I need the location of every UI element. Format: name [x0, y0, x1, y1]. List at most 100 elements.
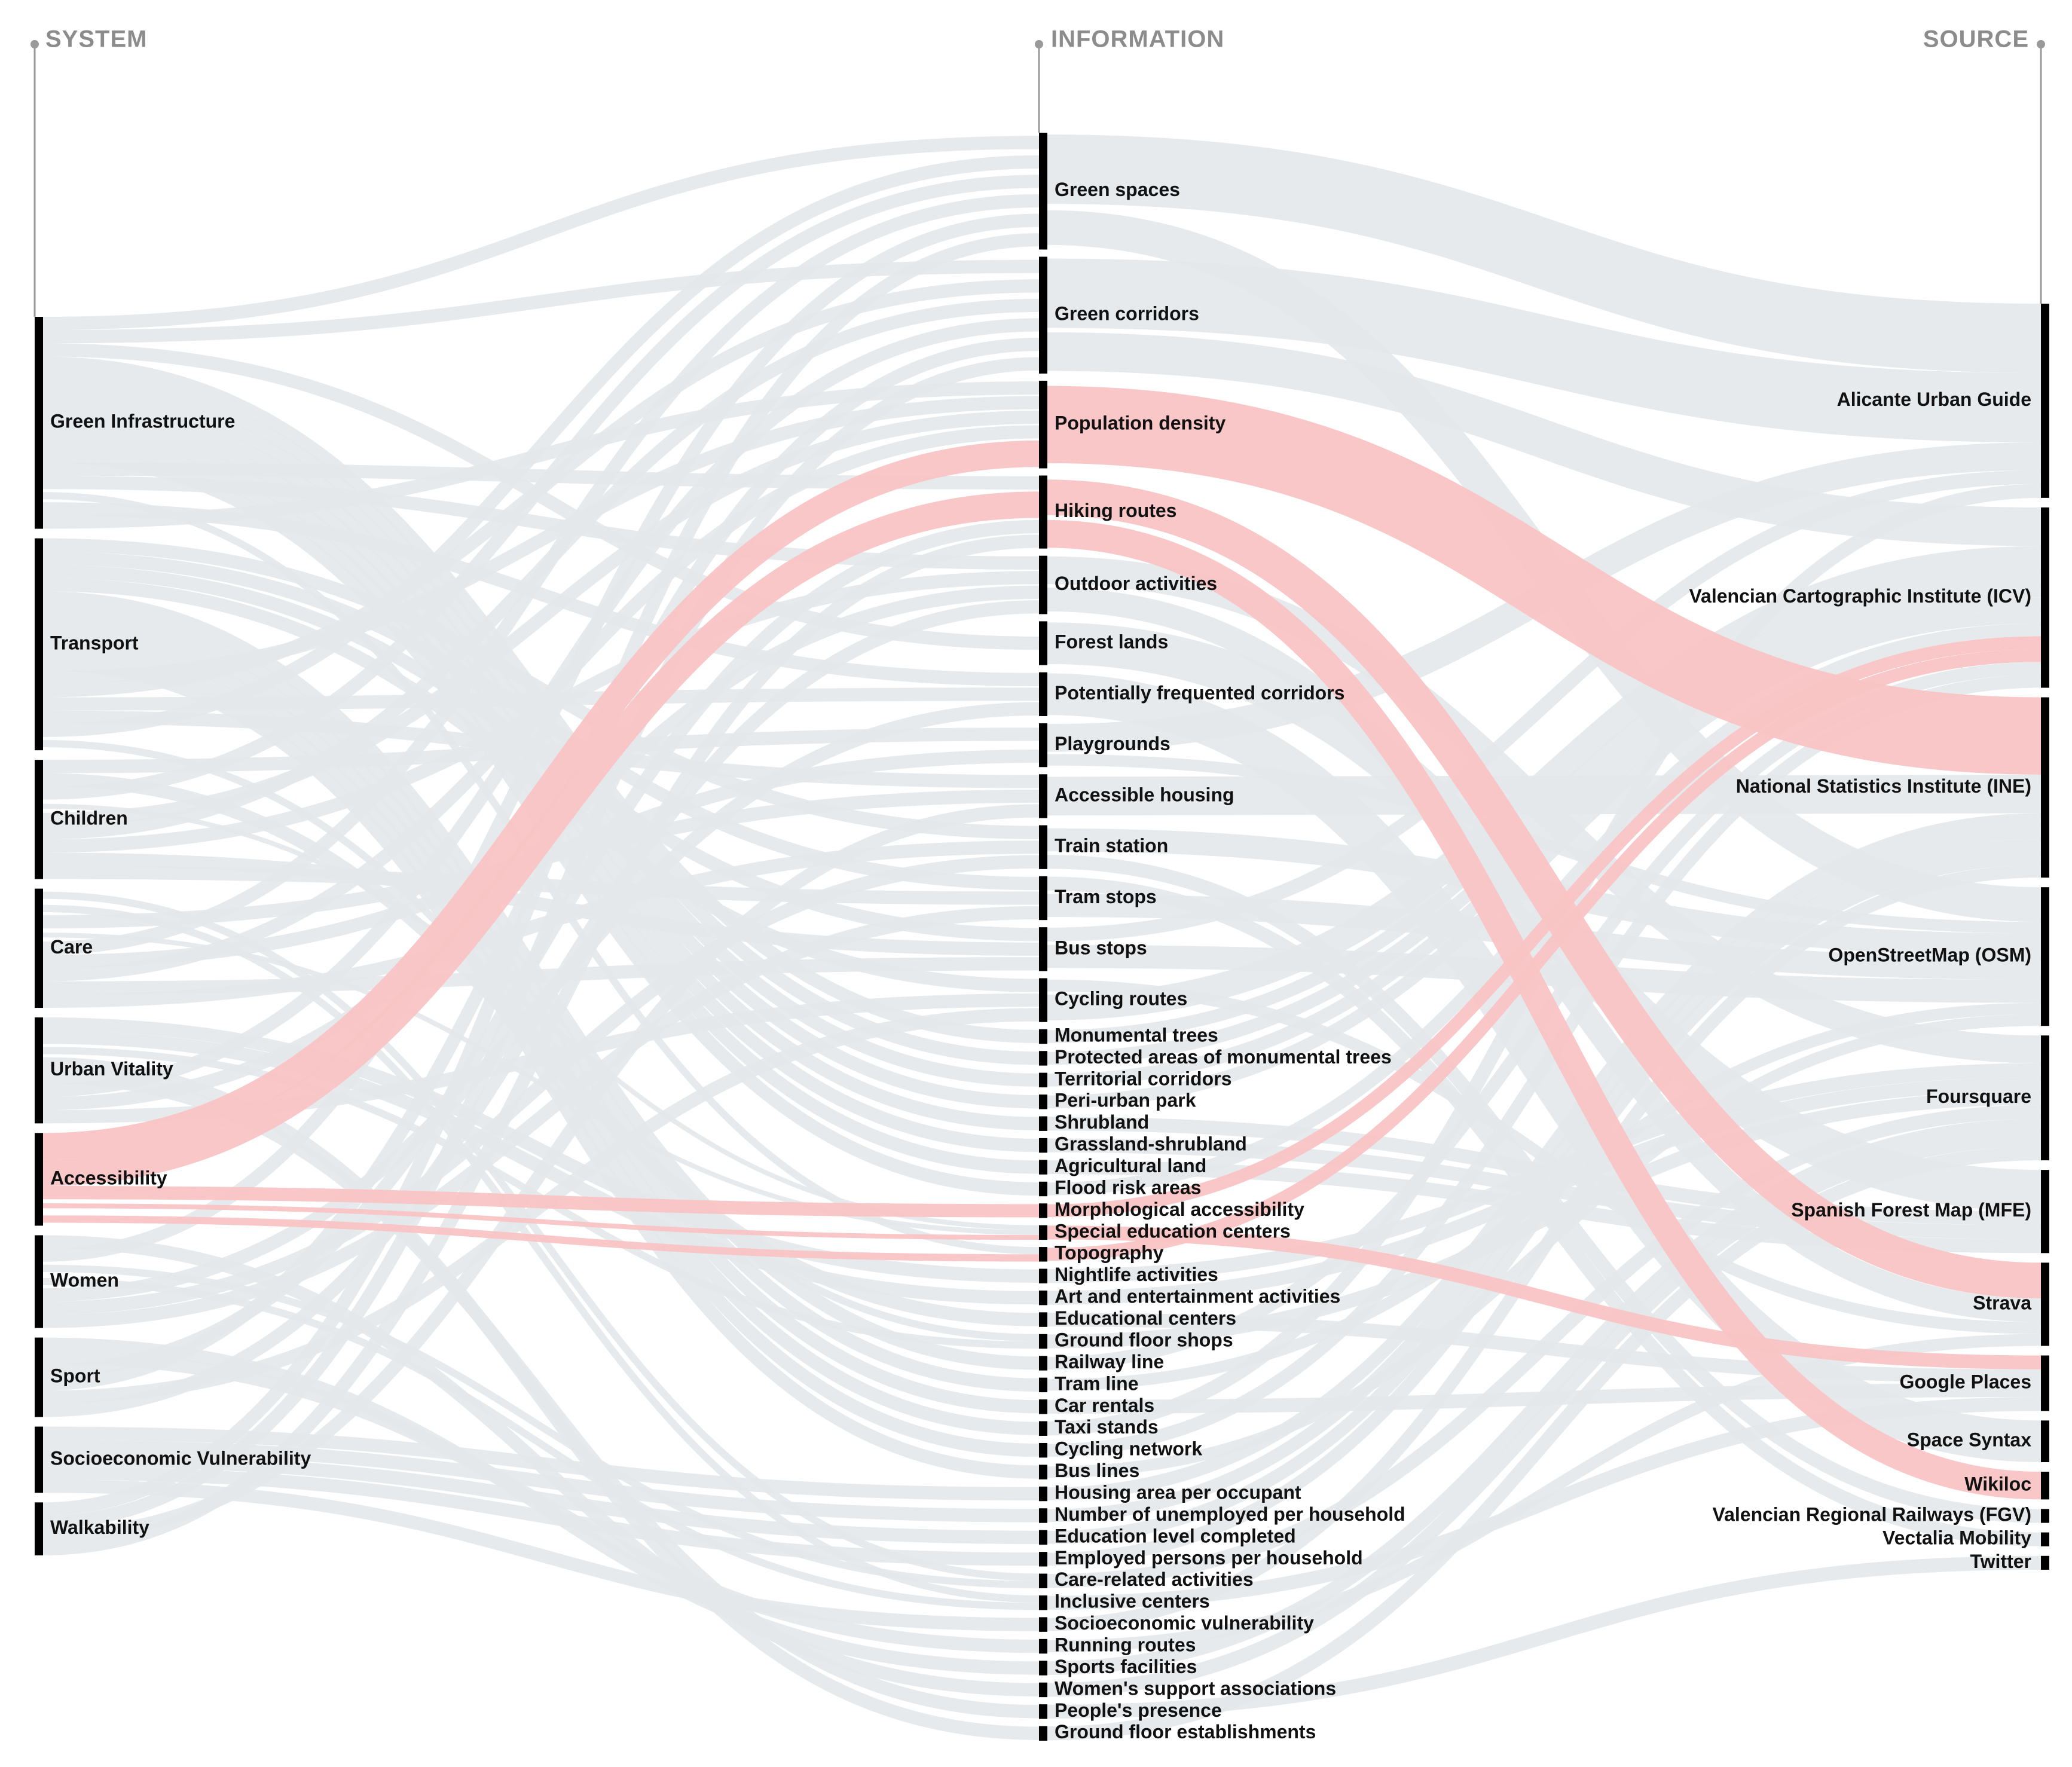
information-node-train-station	[1039, 825, 1047, 869]
information-node-ground-floor-establishments	[1039, 1726, 1047, 1741]
information-flow-territorial-corridors-to-valencian-cartographic-institute-icv	[1047, 597, 2042, 1087]
source-label-twitter: Twitter	[1970, 1551, 2031, 1572]
labels-layer: Green InfrastructureTransportChildrenCar…	[50, 179, 2031, 1742]
information-label-potentially-frequented-corridors: Potentially frequented corridors	[1055, 682, 1344, 704]
system-flow-green-infrastructure-to-green-spaces	[42, 136, 1040, 331]
information-node-ground-floor-shops	[1039, 1334, 1047, 1349]
information-label-special-education-centers: Special education centers	[1055, 1220, 1291, 1242]
information-node-population-density	[1039, 380, 1047, 469]
information-label-running-routes: Running routes	[1055, 1634, 1196, 1656]
system-node-transport	[35, 538, 43, 751]
system-label-socioeconomic-vulnerability: Socioeconomic Vulnerability	[50, 1447, 311, 1469]
system-flow-women-to-care-related-activities	[42, 1264, 1040, 1588]
information-label-monumental-trees: Monumental trees	[1055, 1024, 1218, 1045]
information-node-housing-area-per-occupant	[1039, 1486, 1047, 1502]
information-node-protected-areas-of-monumental-trees	[1039, 1051, 1047, 1066]
source-label-space-syntax: Space Syntax	[1907, 1429, 2031, 1451]
system-axis-dot	[30, 40, 39, 48]
system-node-green-infrastructure	[35, 317, 43, 529]
information-node-monumental-trees	[1039, 1029, 1047, 1044]
information-label-educational-centers: Educational centers	[1055, 1307, 1236, 1329]
system-label-women: Women	[50, 1269, 119, 1291]
system-label-children: Children	[50, 807, 128, 829]
information-label-bus-stops: Bus stops	[1055, 937, 1147, 958]
source-label-openstreetmap-osm: OpenStreetMap (OSM)	[1828, 944, 2031, 966]
system-label-urban-vitality: Urban Vitality	[50, 1058, 173, 1080]
system-flow-accessibility-to-special-education-centers	[42, 1203, 1040, 1240]
information-axis-dot	[1035, 40, 1043, 48]
information-label-sports-facilities: Sports facilities	[1055, 1656, 1197, 1677]
information-node-cycling-routes	[1039, 978, 1047, 1022]
header-information: INFORMATION	[1051, 26, 1224, 53]
information-label-care-related-activities: Care-related activities	[1055, 1569, 1254, 1590]
information-node-shrubland	[1039, 1116, 1047, 1131]
information-label-protected-areas-of-monumental-trees: Protected areas of monumental trees	[1055, 1046, 1392, 1068]
information-flow-sports-facilities-to-foursquare	[1047, 1118, 2042, 1676]
information-node-outdoor-activities	[1039, 555, 1047, 615]
system-node-accessibility	[35, 1133, 43, 1226]
information-flow-women-s-support-associations-to-foursquare	[1047, 1132, 2042, 1697]
information-node-topography	[1039, 1247, 1047, 1262]
information-label-shrubland: Shrubland	[1055, 1111, 1149, 1133]
system-flow-walkability-to-green-corridors	[42, 357, 1040, 1529]
system-flow-accessibility-to-morphological-accessibility	[42, 1185, 1040, 1218]
source-node-twitter	[2041, 1555, 2049, 1570]
system-flow-urban-vitality-to-green-corridors	[42, 318, 1040, 1098]
information-node-people-s-presence	[1039, 1704, 1047, 1719]
source-node-valencian-regional-railways-fgv	[2041, 1509, 2049, 1523]
information-label-green-corridors: Green corridors	[1055, 303, 1199, 325]
information-flow-socioeconomic-vulnerability-to-national-statistics-institute-ine	[1047, 864, 2042, 1631]
information-label-accessible-housing: Accessible housing	[1055, 784, 1234, 805]
information-flow-bus-stops-to-alicante-urban-guide	[1047, 470, 2042, 941]
system-node-children	[35, 760, 43, 879]
information-label-cycling-routes: Cycling routes	[1055, 988, 1187, 1010]
information-label-cycling-network: Cycling network	[1055, 1438, 1202, 1460]
information-flow-green-corridors-to-alicante-urban-guide	[1047, 258, 2042, 443]
system-label-walkability: Walkability	[50, 1517, 149, 1538]
information-label-hiking-routes: Hiking routes	[1055, 500, 1176, 521]
information-label-tram-stops: Tram stops	[1055, 886, 1157, 907]
information-label-inclusive-centers: Inclusive centers	[1055, 1591, 1210, 1612]
source-label-strava: Strava	[1973, 1292, 2031, 1313]
system-node-urban-vitality	[35, 1017, 43, 1124]
information-node-potentially-frequented-corridors	[1039, 672, 1047, 716]
system-flow-walkability-to-green-spaces	[42, 233, 1040, 1516]
information-node-bus-lines	[1039, 1465, 1047, 1479]
information-label-taxi-stands: Taxi stands	[1055, 1416, 1159, 1438]
information-node-number-of-unemployed-per-household	[1039, 1508, 1047, 1523]
information-label-number-of-unemployed-per-household: Number of unemployed per household	[1055, 1503, 1405, 1525]
information-node-cycling-network	[1039, 1442, 1047, 1458]
source-node-openstreetmap-osm	[2041, 887, 2049, 1026]
system-flow-accessibility-to-topography	[42, 1215, 1040, 1262]
system-flow-green-infrastructure-to-green-corridors	[42, 259, 1040, 344]
information-flow-topography-to-valencian-cartographic-institute-icv	[1047, 649, 2042, 1261]
nodes-layer	[35, 133, 2049, 1741]
system-label-transport: Transport	[50, 632, 139, 653]
system-label-green-infrastructure: Green Infrastructure	[50, 411, 235, 432]
system-flow-accessibility-to-population-density	[42, 440, 1040, 1160]
source-node-spanish-forest-map-mfe	[2041, 1170, 2049, 1254]
information-label-women-s-support-associations: Women's support associations	[1055, 1677, 1336, 1699]
source-label-google-places: Google Places	[1899, 1371, 2031, 1392]
source-label-wikiloc: Wikiloc	[1964, 1473, 2031, 1495]
information-label-ground-floor-establishments: Ground floor establishments	[1055, 1721, 1316, 1742]
information-flow-monumental-trees-to-valencian-cartographic-institute-icv	[1047, 571, 2042, 1043]
information-node-sports-facilities	[1039, 1661, 1047, 1676]
information-flow-education-level-completed-to-national-statistics-institute-ine	[1047, 839, 2042, 1544]
system-node-socioeconomic-vulnerability	[35, 1426, 43, 1493]
information-label-territorial-corridors: Territorial corridors	[1055, 1068, 1231, 1089]
information-node-car-rentals	[1039, 1399, 1047, 1414]
information-flow-ground-floor-establishments-to-foursquare	[1047, 1146, 2042, 1741]
system-flow-green-infrastructure-to-shrubland	[42, 409, 1040, 1130]
information-label-playgrounds: Playgrounds	[1055, 733, 1171, 754]
system-label-accessibility: Accessibility	[50, 1167, 167, 1188]
information-label-tram-line: Tram line	[1055, 1372, 1139, 1394]
source-label-valencian-cartographic-institute-icv: Valencian Cartographic Institute (ICV)	[1689, 585, 2031, 607]
system-flow-transport-to-green-spaces	[42, 155, 1040, 738]
information-label-agricultural-land: Agricultural land	[1055, 1155, 1206, 1176]
information-node-accessible-housing	[1039, 774, 1047, 818]
information-label-peri-urban-park: Peri-urban park	[1055, 1090, 1196, 1111]
system-flow-socioeconomic-vulnerability-to-education-level-completed	[42, 1453, 1040, 1544]
source-node-national-statistics-institute-ine	[2041, 697, 2049, 878]
information-flow-morphological-accessibility-to-valencian-cartographic-institute-icv	[1047, 636, 2042, 1218]
